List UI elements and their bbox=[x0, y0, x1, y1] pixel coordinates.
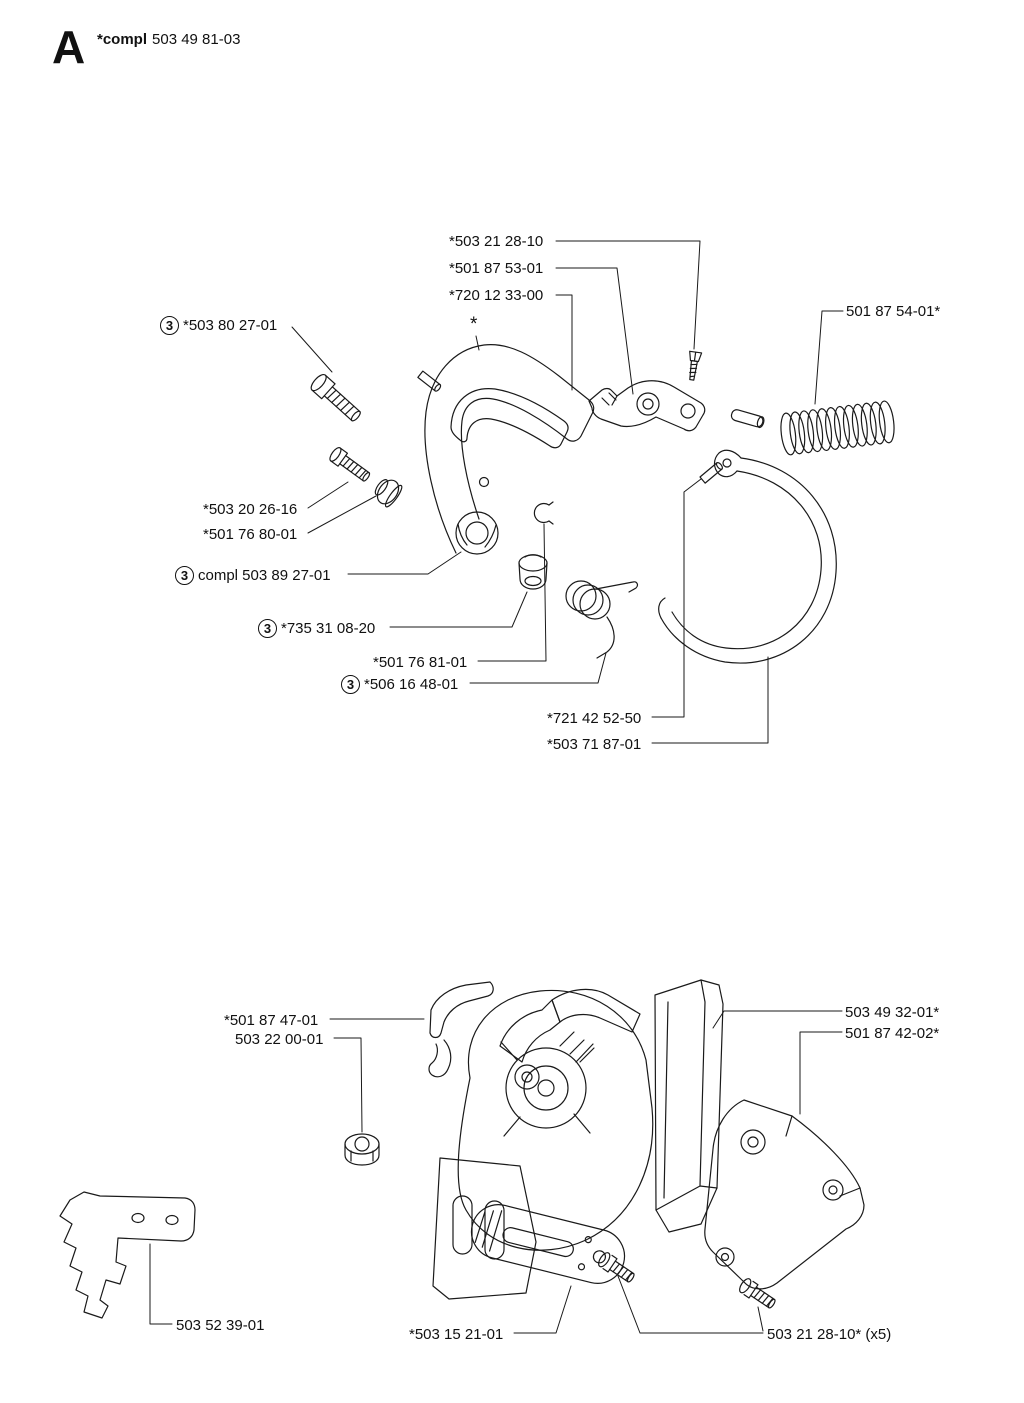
label-503-21-28-10-x5: 503 21 28-10* (x5) bbox=[767, 1326, 892, 1343]
label-501-87-42-02: 501 87 42-02* bbox=[845, 1025, 940, 1042]
qty-badge: 3 bbox=[160, 316, 179, 335]
label-503-20-26-16: *503 20 26-16 bbox=[203, 501, 298, 518]
compl-keyword: *compl bbox=[97, 31, 148, 48]
label-503-22-00-01: 503 22 00-01 bbox=[235, 1031, 324, 1048]
bar-nut-drawing bbox=[344, 1133, 380, 1166]
bolt-drawing bbox=[310, 373, 361, 422]
band-pin-drawing bbox=[699, 462, 724, 484]
leader-lines bbox=[149, 240, 844, 1334]
screw-top-drawing bbox=[689, 350, 703, 381]
screw-upper-left-drawing bbox=[329, 447, 371, 482]
pin-drawing bbox=[417, 370, 442, 392]
screw-lower-2-drawing bbox=[739, 1278, 776, 1309]
label-506-16-48-01: 3*506 16 48-01 bbox=[341, 675, 458, 694]
section-letter: A bbox=[52, 21, 86, 73]
label-503-71-87-01: *503 71 87-01 bbox=[547, 736, 642, 753]
hand-guard-drawing bbox=[424, 343, 595, 555]
label-501-76-81-01: *501 76 81-01 bbox=[373, 654, 468, 671]
grommet-drawing bbox=[374, 479, 403, 508]
clutch-cover-drawing bbox=[432, 979, 724, 1300]
label-501-76-80-01: *501 76 80-01 bbox=[203, 526, 298, 543]
e-clip-drawing bbox=[533, 501, 554, 525]
qty-badge: 3 bbox=[341, 675, 360, 694]
label-501-87-47-01: *501 87 47-01 bbox=[224, 1012, 319, 1029]
label-503-80-27-01: 3*503 80 27-01 bbox=[160, 316, 277, 335]
bar-wrench-drawing bbox=[59, 1191, 196, 1319]
brake-trigger-drawing bbox=[588, 380, 765, 432]
label-503-21-28-10: *503 21 28-10 bbox=[449, 233, 544, 250]
label-503-15-21-01: *503 15 21-01 bbox=[409, 1326, 504, 1343]
guide-bar-drawing bbox=[470, 1204, 626, 1284]
side-plate-drawing bbox=[704, 1099, 865, 1290]
knob-drawing bbox=[518, 554, 548, 590]
qty-badge: 3 bbox=[258, 619, 277, 638]
qty-badge: 3 bbox=[175, 566, 194, 585]
label-735-31-08-20: 3*735 31 08-20 bbox=[258, 619, 375, 638]
label-503-52-39-01: 503 52 39-01 bbox=[176, 1317, 265, 1334]
compl-part-number: 503 49 81-03 bbox=[152, 31, 241, 48]
label-721-42-52-50: *721 42 52-50 bbox=[547, 710, 642, 727]
torsion-spring-drawing bbox=[565, 580, 639, 659]
label-503-49-32-01: 503 49 32-01* bbox=[845, 1004, 940, 1021]
chain-catcher-drawing bbox=[428, 981, 494, 1078]
label-501-87-54-01: 501 87 54-01* bbox=[846, 303, 941, 320]
brake-band-drawing bbox=[658, 449, 837, 664]
label-720-12-33-00: *720 12 33-00 bbox=[449, 287, 544, 304]
screw-lower-1-drawing bbox=[598, 1252, 635, 1283]
label-501-87-53-01: *501 87 53-01 bbox=[449, 260, 544, 277]
coil-spring-drawing bbox=[780, 400, 895, 456]
label-asterisk: * bbox=[470, 314, 478, 335]
